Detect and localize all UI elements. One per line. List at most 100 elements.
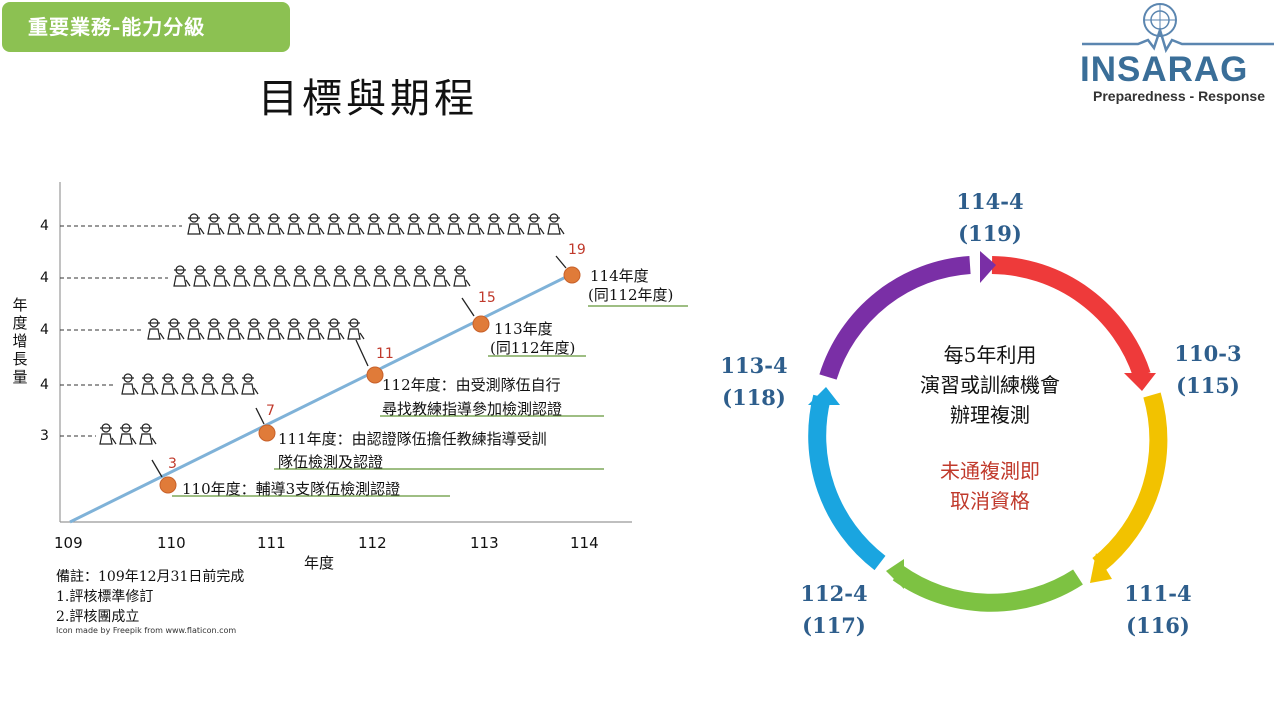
person-icon [447, 213, 465, 235]
cycle-label-bottom-right: 111-4(116) [1124, 581, 1192, 638]
x-tick: 109 [54, 534, 83, 552]
pointer-arrow [555, 255, 567, 269]
person-icon [407, 213, 425, 235]
person-icon [273, 265, 291, 287]
data-point [563, 266, 581, 284]
arrowhead-icon [1124, 373, 1156, 391]
person-icon [187, 318, 205, 340]
person-icon [347, 318, 365, 340]
arrowhead-icon [1090, 553, 1112, 583]
person-icon [173, 265, 191, 287]
person-icon [327, 213, 345, 235]
y-tick: 3 [40, 428, 49, 444]
annotation-113: 113年度 [494, 320, 553, 338]
cycle-arrow-purple [819, 256, 971, 380]
note-remark: 備註：109年12月31日前完成 [56, 569, 245, 585]
person-icon [353, 265, 371, 287]
data-point [366, 366, 384, 384]
person-icon [467, 213, 485, 235]
person-icon [547, 213, 565, 235]
un-emblem-icon [1082, 3, 1274, 54]
person-icon [121, 373, 139, 395]
person-icon [253, 265, 271, 287]
person-icon [167, 318, 185, 340]
pointer-arrow [355, 339, 369, 367]
pointer-arrow [461, 297, 475, 317]
y-axis-label: 年度增長量 [12, 296, 28, 386]
cycle-label-right: 110-3(115) [1174, 341, 1242, 398]
person-icon [233, 265, 251, 287]
arrowhead-icon [980, 251, 996, 283]
cycle-label-left: 113-4(118) [720, 353, 788, 410]
person-icon [207, 213, 225, 235]
person-icon [193, 265, 211, 287]
person-icon [487, 213, 505, 235]
cycle-arrow-yellow [1092, 392, 1168, 573]
annotation-110: 110年度：輔導3支隊伍檢測認證 [182, 480, 401, 498]
cycle-label-top: 114-4(119) [956, 189, 1024, 246]
person-icon [267, 318, 285, 340]
point-label: 11 [376, 346, 394, 362]
point-label: 15 [478, 290, 496, 306]
person-icon [393, 265, 411, 287]
pointer-arrow [151, 459, 163, 478]
person-icon [307, 213, 325, 235]
annotation-113-line2: (同112年度) [490, 339, 576, 357]
person-icon [161, 373, 179, 395]
logo-tagline: Preparedness - Response [1093, 88, 1265, 104]
y-tick: 4 [40, 377, 49, 393]
growth-chart [59, 182, 688, 524]
person-icon [307, 318, 325, 340]
person-icon [333, 265, 351, 287]
person-icon [527, 213, 545, 235]
person-icon [207, 318, 225, 340]
icon-credit: Icon made by Freepik from www.flaticon.c… [56, 626, 237, 635]
person-icon [433, 265, 451, 287]
y-tick: 4 [40, 270, 49, 286]
annotation-112: 112年度：由受測隊伍自行 [382, 376, 561, 394]
data-point [472, 315, 490, 333]
person-icon [119, 423, 137, 445]
person-icon [373, 265, 391, 287]
x-tick: 111 [257, 534, 286, 552]
x-tick: 114 [570, 534, 599, 552]
person-icon [247, 213, 265, 235]
logo-name: INSARAG [1080, 50, 1249, 89]
review-cycle-diagram [808, 251, 1168, 612]
pointer-arrow [255, 407, 265, 425]
person-icon [213, 265, 231, 287]
person-icon [427, 213, 445, 235]
person-icon [453, 265, 471, 287]
person-icon [221, 373, 239, 395]
note-item: 2.評核團成立 [56, 609, 140, 625]
person-icon [367, 213, 385, 235]
section-badge: 重要業務-能力分級 [2, 2, 290, 52]
annotation-114: 114年度 [590, 267, 649, 285]
point-label: 7 [266, 403, 275, 419]
person-icon [201, 373, 219, 395]
x-tick: 112 [358, 534, 387, 552]
person-icon [327, 318, 345, 340]
person-icon [387, 213, 405, 235]
cycle-label-bottom-left: 112-4(117) [800, 581, 868, 638]
growth-line [69, 272, 573, 524]
annotation-112-line2: 尋找教練指導參加檢測認證 [382, 400, 563, 418]
y-tick: 4 [40, 322, 49, 338]
person-icon [99, 423, 117, 445]
cycle-center-text: 每5年利用 演習或訓練機會 辦理複測 [920, 343, 1060, 427]
person-icon [287, 213, 305, 235]
person-icon [413, 265, 431, 287]
person-icon [181, 373, 199, 395]
person-icon [227, 318, 245, 340]
person-icon [267, 213, 285, 235]
person-icon [347, 213, 365, 235]
data-point [159, 476, 177, 494]
cycle-arrow-green [892, 565, 1083, 612]
data-point [258, 424, 276, 442]
person-icon [141, 373, 159, 395]
y-tick: 4 [40, 218, 49, 234]
person-icon [507, 213, 525, 235]
page-title: 目標與期程 [258, 76, 478, 122]
point-label: 3 [168, 456, 177, 472]
person-icon [247, 318, 265, 340]
